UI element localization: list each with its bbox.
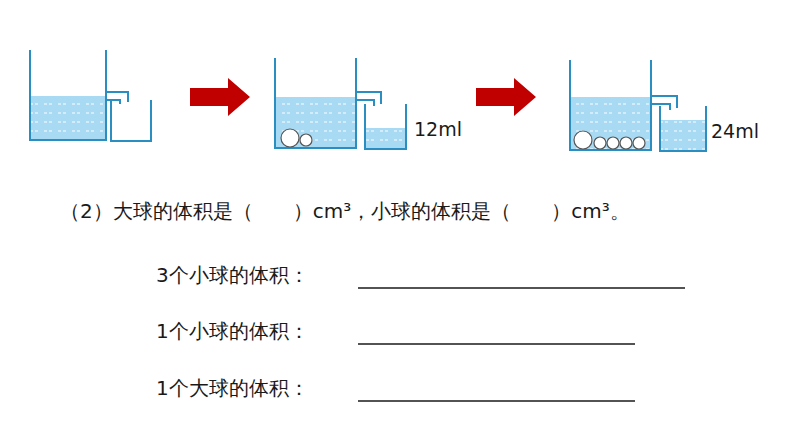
drawing-part (356, 92, 381, 106)
answer-prompt: 1个大球的体积： (156, 376, 309, 400)
drawing-part (661, 120, 705, 150)
volume-label: 24ml (711, 120, 759, 143)
red-arrow (476, 78, 536, 116)
drawing-part (31, 96, 105, 140)
drawing-part (111, 100, 151, 141)
drawing-part (574, 131, 592, 149)
question-text: （2）大球的体积是（ ）cm³，小球的体积是（ ）cm³。 (60, 199, 630, 223)
drawing-part (365, 104, 406, 149)
drawing-part (300, 134, 312, 146)
volume-label: 12ml (414, 118, 462, 141)
drawing-part (30, 50, 106, 140)
drawing-part (607, 137, 619, 149)
answer-prompt: 1个小球的体积： (156, 319, 309, 343)
drawing-part (651, 96, 677, 110)
red-arrow (190, 78, 250, 116)
drawing-part (660, 106, 706, 151)
drawing-part (275, 58, 356, 148)
drawing-part (620, 137, 632, 149)
drawing-part (366, 128, 405, 148)
answer-prompt: 3个小球的体积： (156, 263, 309, 287)
drawing-part (571, 97, 650, 150)
drawing-part (594, 137, 606, 149)
drawing-part (633, 137, 645, 149)
overflow-cup-two-balls (275, 58, 406, 149)
drawing-part (106, 92, 128, 104)
answer-line (358, 287, 685, 289)
drawing-part (276, 97, 355, 148)
drawing-part (570, 60, 651, 150)
overflow-cup-empty (30, 50, 151, 141)
answer-line (358, 400, 635, 402)
answer-line (358, 343, 635, 345)
overflow-cup-five-balls (570, 60, 706, 151)
drawing-part (281, 129, 299, 147)
